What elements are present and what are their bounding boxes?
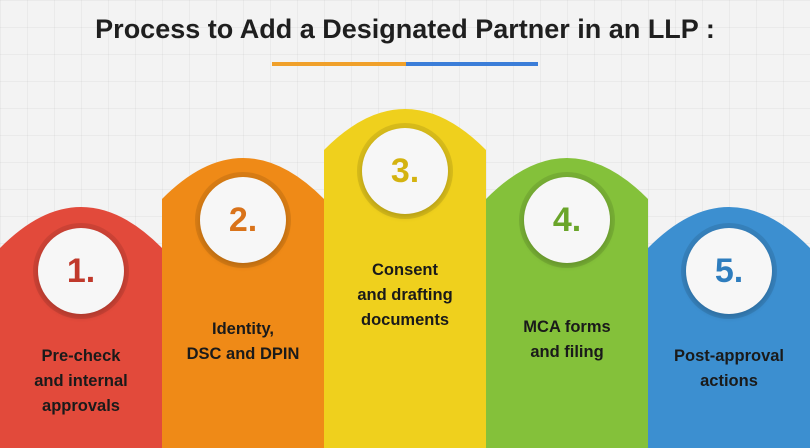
step-2-badge: 2. <box>200 177 286 263</box>
step-4-label-line: and filing <box>530 343 604 361</box>
step-5-number: 5. <box>714 251 744 290</box>
step-3-label-line: documents <box>360 311 449 329</box>
step-1-label: Pre-check and internal approvals <box>0 344 162 419</box>
step-2-number: 2. <box>228 200 258 239</box>
step-1-label-line: approvals <box>42 397 120 415</box>
step-5-badge: 5. <box>686 228 772 314</box>
step-4-label-line: MCA forms <box>523 318 611 336</box>
step-1: 1. Pre-check and internal approvals <box>0 186 162 448</box>
step-5-arrow-shape <box>648 207 810 448</box>
step-4-label: MCA forms and filing <box>486 315 648 365</box>
step-3-number: 3. <box>390 151 420 190</box>
step-3-arrow-fill <box>324 109 486 448</box>
page-title: Process to Add a Designated Partner in a… <box>95 14 715 44</box>
step-4-number: 4. <box>552 200 582 239</box>
step-2-label-line: Identity, <box>211 320 275 338</box>
step-1-label-line: Pre-check <box>41 347 121 365</box>
title-underline-right <box>406 62 538 66</box>
step-3: 3. Consent and drafting documents <box>324 88 486 448</box>
step-5-label: Post-approval actions <box>648 344 810 394</box>
step-2: 2. Identity, DSC and DPIN <box>162 137 324 448</box>
step-5-label-line: actions <box>700 372 758 390</box>
step-3-arrow-shape <box>324 109 486 448</box>
step-5-label-line: Post-approval <box>673 347 785 365</box>
step-3-label-line: Consent <box>372 261 438 279</box>
step-3-label: Consent and drafting documents <box>324 258 486 333</box>
step-1-number: 1. <box>66 251 96 290</box>
step-1-label-line: and internal <box>34 372 128 390</box>
step-3-badge: 3. <box>362 128 448 214</box>
step-5: 5. Post-approval actions <box>648 186 810 448</box>
step-2-label: Identity, DSC and DPIN <box>162 317 324 367</box>
step-3-label-line: and drafting <box>357 286 453 304</box>
step-2-label-line: DSC and DPIN <box>186 345 300 363</box>
title-underline-left <box>272 62 406 66</box>
step-4-badge: 4. <box>524 177 610 263</box>
step-4: 4. MCA forms and filing <box>486 137 648 448</box>
step-1-badge: 1. <box>38 228 124 314</box>
